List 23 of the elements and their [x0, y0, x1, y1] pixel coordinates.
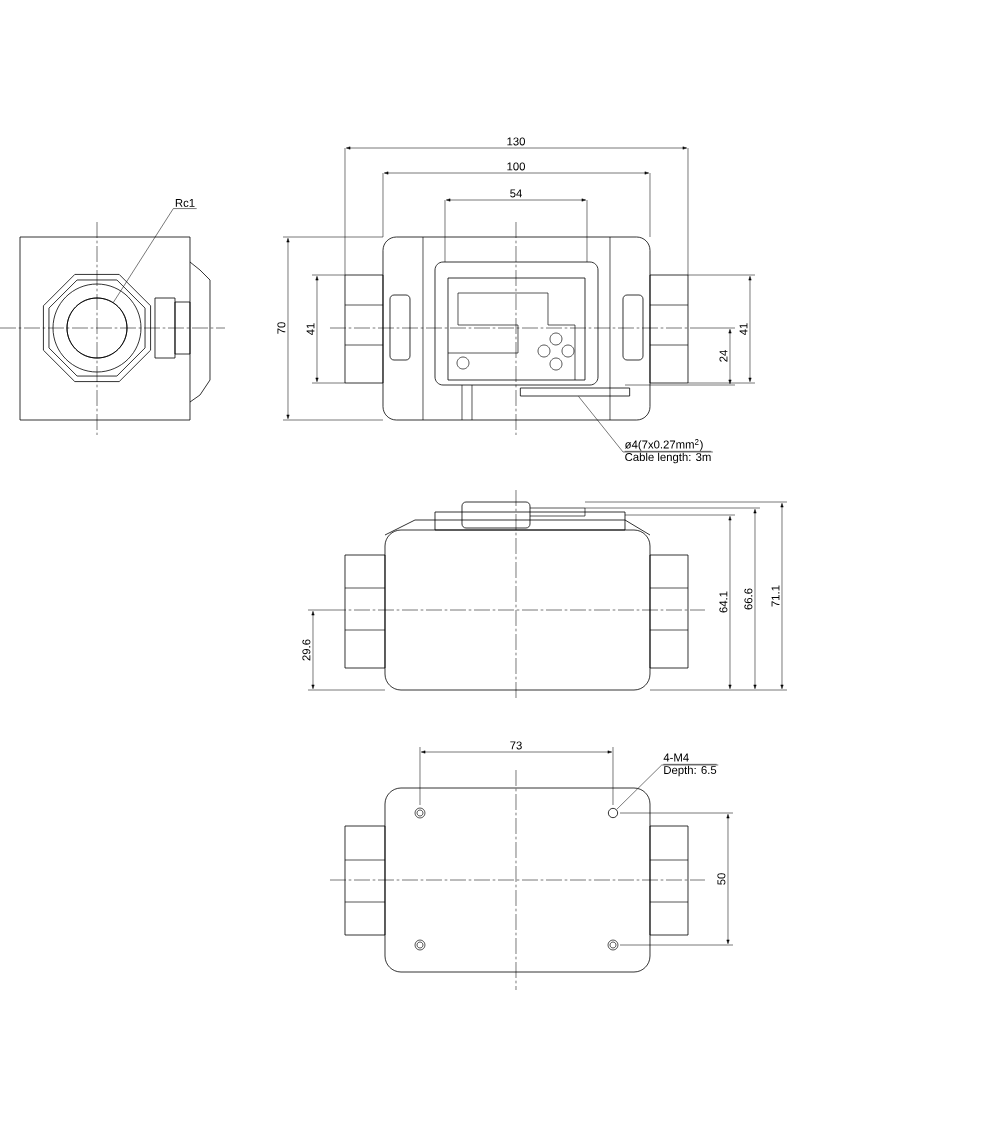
dimension-label: 71.1 — [771, 585, 780, 607]
cable — [519, 387, 631, 397]
node-label: 4-M4 — [663, 753, 689, 762]
dimension-label: 100 — [507, 162, 525, 171]
leader-line — [616, 764, 719, 810]
dimension-label: 24 — [719, 350, 728, 362]
dimension-label: 66.6 — [744, 588, 753, 610]
leader-line — [113, 208, 197, 303]
leader-line — [578, 396, 714, 453]
node-label: Depth: 6.5 — [664, 765, 717, 777]
dimension-label: 64.1 — [719, 591, 728, 613]
callout-text: Rc1 — [175, 199, 195, 207]
port-circle — [66, 297, 128, 359]
dimension-label: 41 — [739, 323, 748, 336]
node-label: Cable length: 3m — [625, 452, 711, 464]
dimension-label: 130 — [507, 137, 525, 146]
dimension-label: 29.6 — [302, 639, 311, 661]
node-label: ø4(7x0.27mm$^{2}$) — [624, 439, 703, 451]
dimension-label: 70 — [277, 322, 286, 334]
dimension-label: 41 — [306, 323, 315, 336]
dimension-label: 54 — [510, 189, 522, 198]
dimension-label: 73 — [510, 741, 522, 750]
dimension-label: 50 — [717, 873, 726, 885]
